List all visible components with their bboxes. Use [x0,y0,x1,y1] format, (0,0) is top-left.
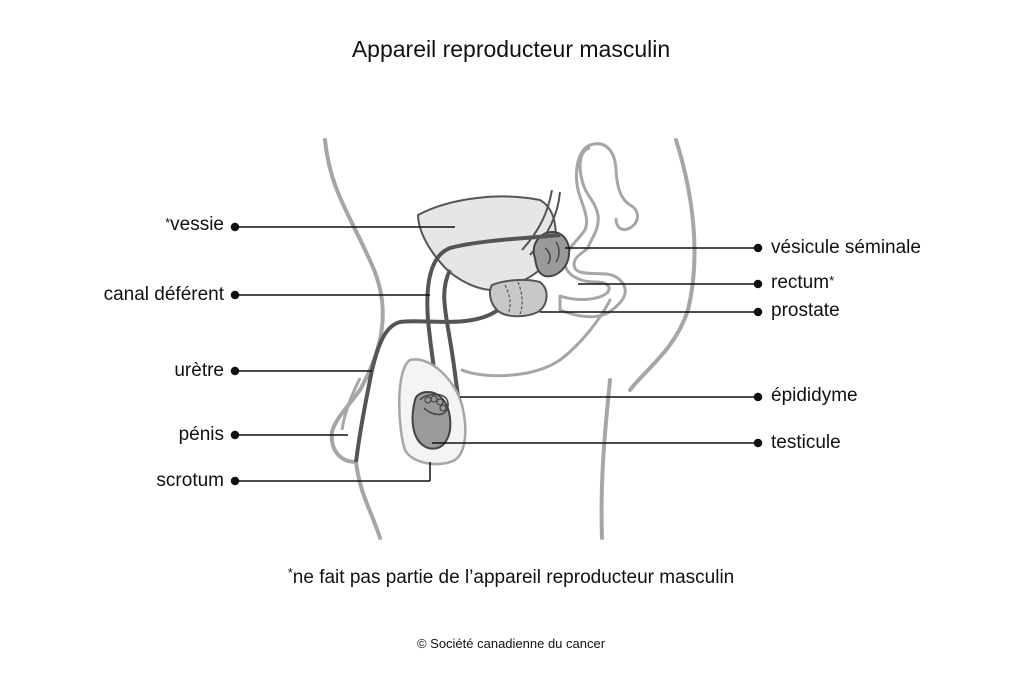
penis-outline [340,377,362,431]
leader-lines-left [230,222,455,486]
label-prostate: prostate [771,300,840,321]
epididymis [419,393,449,416]
label-penis: pénis [178,424,224,445]
label-rectum: rectum* [771,272,834,294]
prostate-gland [488,278,548,318]
leader-lines-right [432,243,763,448]
label-epididyme: épididyme [771,385,858,406]
label-canal-deferent: canal déférent [103,284,224,305]
footnote-text: ne fait pas partie de l’appareil reprodu… [292,567,735,588]
body-back-outline [628,138,697,392]
label-vessie-text: vessie [170,214,224,235]
footnote-asterisk: * [287,565,293,580]
asterisk-rectum: * [829,273,835,288]
label-vessie: *vessie [165,214,224,236]
body-leg-outline [599,378,612,540]
label-testicule: testicule [771,432,841,453]
diagram-title: Appareil reproducteur masculin [351,36,671,62]
label-rectum-text: rectum [771,272,830,293]
asterisk-vessie: * [165,215,171,230]
body-thigh-outline [354,460,382,540]
copyright-credit: © Société canadienne du cancer [416,636,606,651]
urethra-tube [354,308,500,463]
label-vesicule-seminale: vésicule séminale [771,237,921,258]
body-buttock-outline [460,298,612,378]
label-uretre: urètre [174,360,224,381]
body-front-outline [323,138,385,464]
ureter-2 [521,189,553,251]
footnote: *ne fait pas partie de l’appareil reprod… [0,565,1022,589]
label-scrotum: scrotum [156,470,224,491]
rectum-outline [558,142,639,319]
